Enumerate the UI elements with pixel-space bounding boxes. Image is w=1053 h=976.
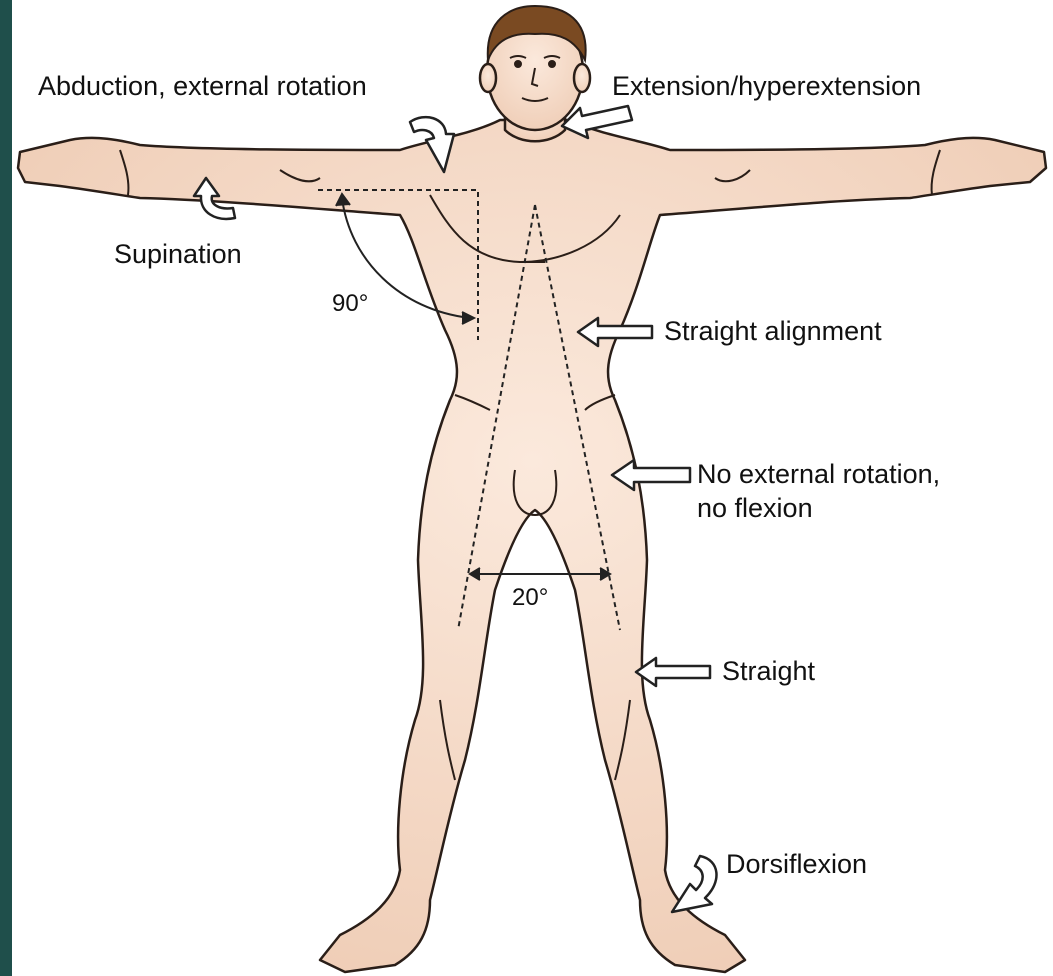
label-abduction: Abduction, external rotation (38, 70, 367, 102)
label-extension: Extension/hyperextension (612, 70, 921, 102)
label-straight-alignment: Straight alignment (664, 315, 882, 347)
label-no-external-rotation-line1: No external rotation, (697, 458, 940, 490)
human-figure (18, 14, 1046, 972)
label-supination: Supination (114, 238, 242, 270)
label-angle-20: 20° (512, 582, 548, 614)
label-dorsiflexion: Dorsiflexion (726, 848, 867, 880)
dorsiflexion-arrow-icon (672, 856, 716, 912)
right-ear (574, 64, 590, 92)
left-ear (480, 64, 496, 92)
label-angle-90: 90° (332, 288, 368, 320)
straight-arrow-icon (636, 658, 710, 686)
label-straight: Straight (722, 655, 815, 687)
label-no-external-rotation-line2: no flexion (697, 492, 813, 524)
